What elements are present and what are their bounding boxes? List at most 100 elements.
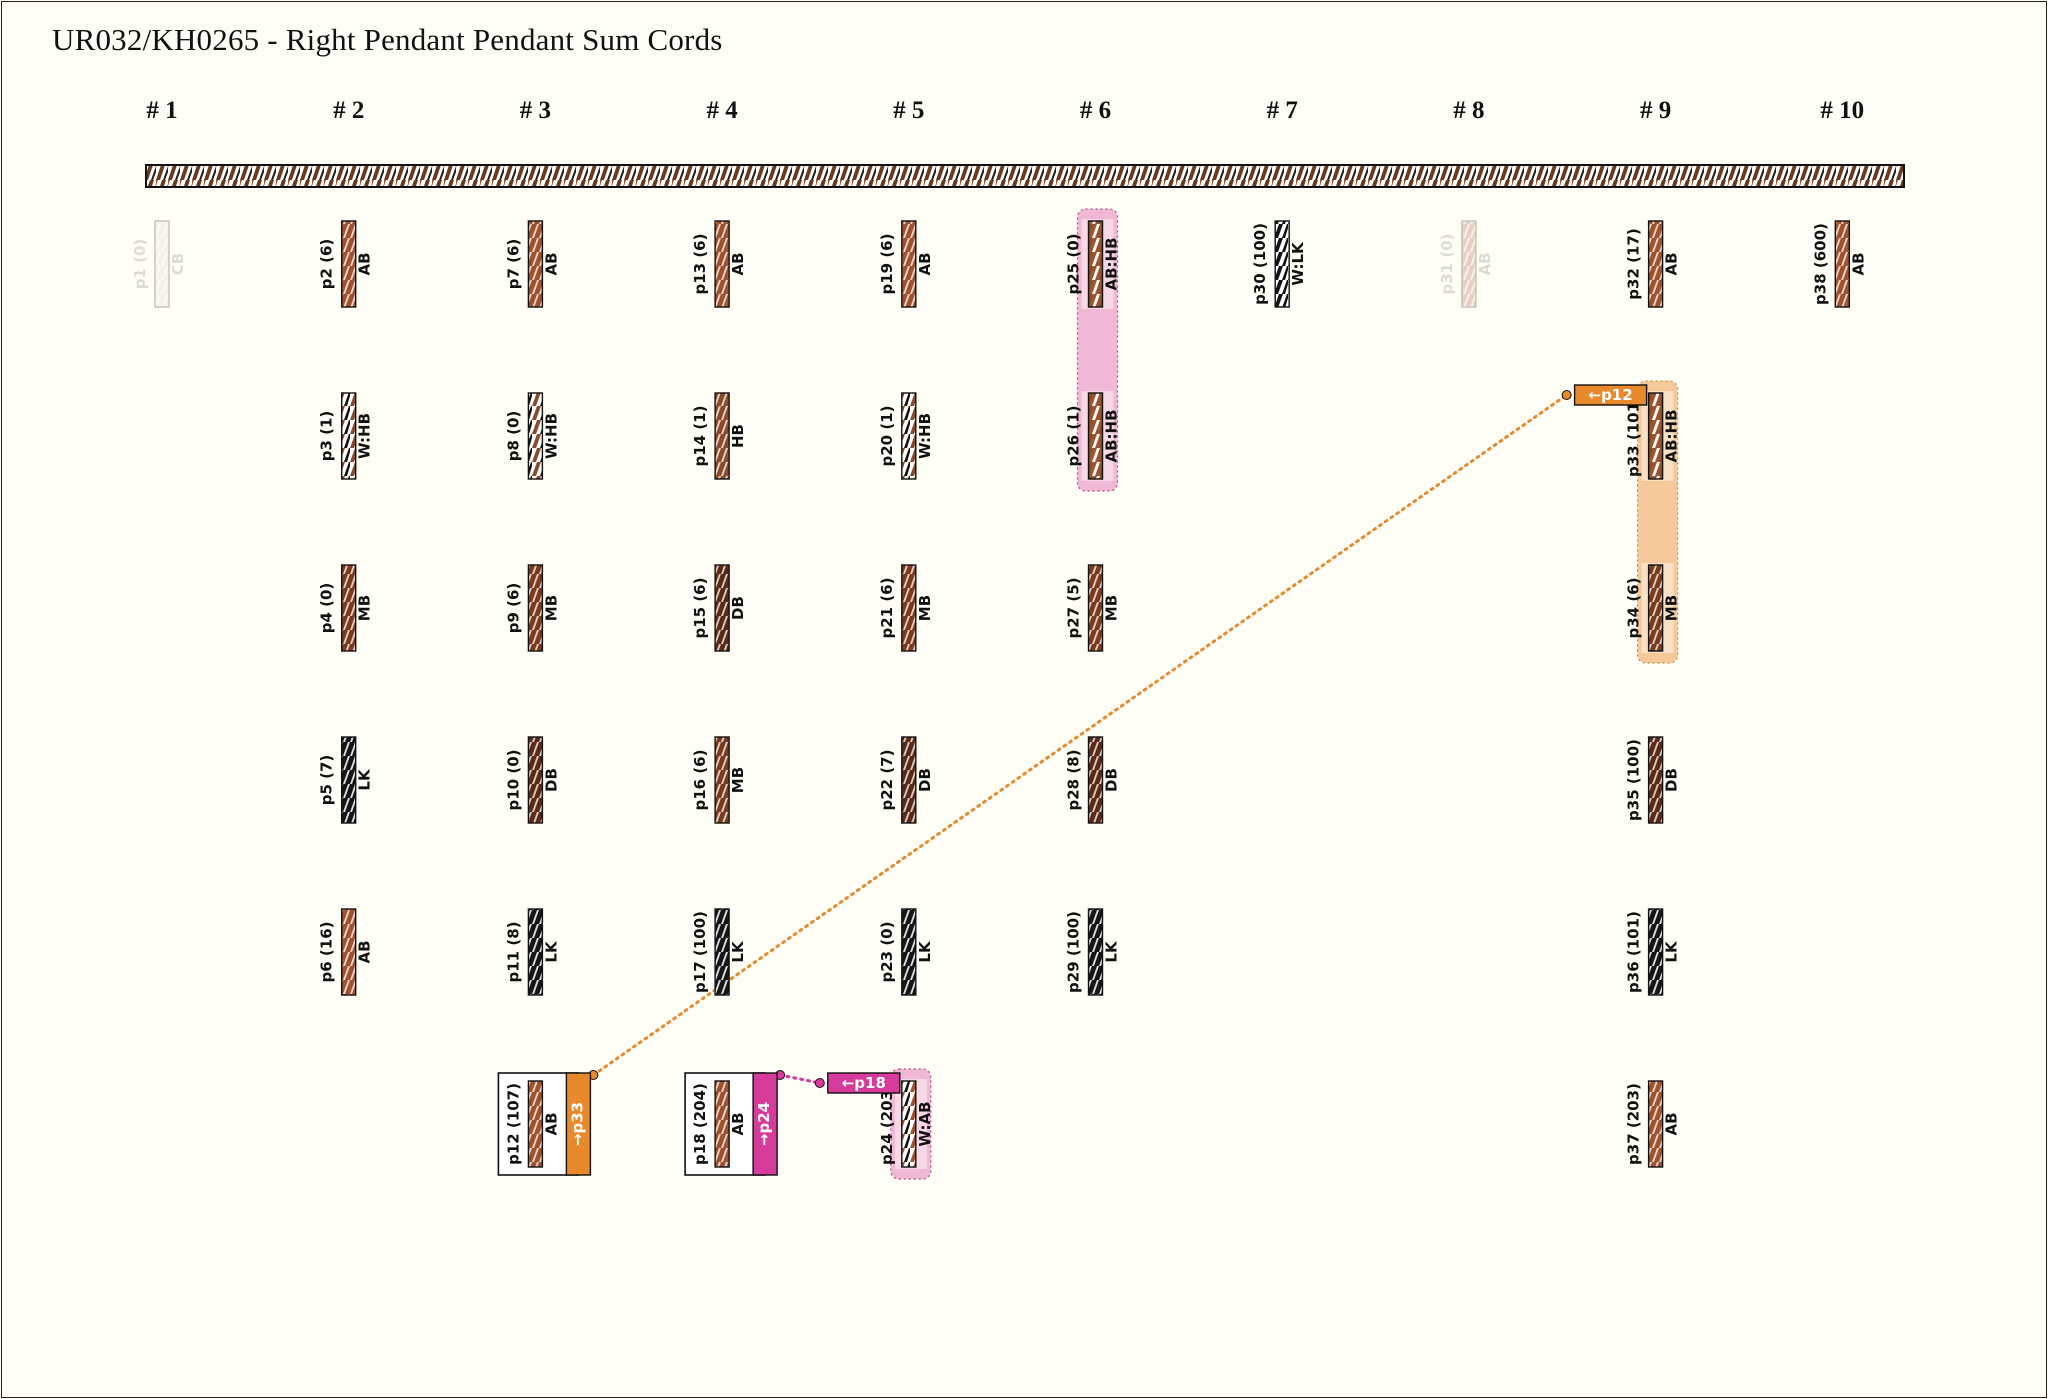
pendant-cord-p34[interactable]: p34 (6)MB (1625, 564, 1681, 652)
pendant-cord-p38[interactable]: p38 (600)AB (1811, 220, 1867, 308)
highlight-band (1076, 208, 1119, 492)
link-endpoint (814, 1078, 825, 1088)
cord-color-label: AB (729, 252, 747, 275)
cord-color-label: DB (1663, 768, 1681, 792)
cord-id-label: p10 (0) (504, 750, 522, 811)
cord-swatch (1087, 564, 1104, 652)
pendant-cord-p25[interactable]: p25 (0)AB:HB (1065, 220, 1121, 308)
incoming-tag (827, 1072, 901, 1094)
cord-swatch (341, 736, 357, 824)
pendant-cord-p22[interactable]: p22 (7)DB (878, 736, 934, 824)
incoming-label: ←p18 (842, 1074, 886, 1092)
group-header-2: # 2 (333, 97, 364, 124)
cord-color-label: AB (1476, 252, 1494, 275)
pendant-cord-p3[interactable]: p3 (1)W:HB (318, 392, 374, 480)
cord-id-label: p17 (100) (691, 911, 709, 993)
cord-swatch (1647, 564, 1664, 652)
cord-color-label: DB (916, 768, 934, 792)
cord-swatch (1647, 908, 1664, 996)
cord-id-label: p24 (203) (878, 1083, 896, 1165)
link-layer (588, 390, 1572, 1088)
pendant-cord-p10[interactable]: p10 (0)DB (504, 736, 560, 824)
pendant-cord-p28[interactable]: p28 (8)DB (1065, 736, 1121, 824)
cord-id-label: p15 (6) (691, 578, 709, 639)
cord-swatch (1647, 1080, 1664, 1168)
cord-color-label: LK (1103, 940, 1121, 963)
cord-swatch (901, 392, 917, 480)
cord-id-label: p38 (600) (1811, 223, 1829, 305)
cord-color-label: AB:HB (1103, 409, 1121, 462)
cord-color-label: AB (542, 1112, 560, 1135)
pendant-cord-p32[interactable]: p32 (17)AB (1625, 220, 1681, 308)
pendant-cord-p31[interactable]: p31 (0) AB (1438, 220, 1494, 308)
cord-id-label: p2 (6) (318, 239, 336, 290)
cord-id-label: p21 (6) (878, 578, 896, 639)
cord-id-label: p36 (101) (1625, 911, 1643, 993)
pendant-cord-p11[interactable]: p11 (8)LK (504, 908, 560, 996)
primary-cord (145, 164, 1905, 188)
cord-id-label: p3 (1) (318, 411, 336, 462)
pendant-cord-p13[interactable]: p13 (6)AB (691, 220, 747, 308)
pendant-cord-p6[interactable]: p6 (16)AB (318, 908, 374, 996)
pendant-cord-p2[interactable]: p2 (6)AB (318, 220, 374, 308)
pendant-cord-p16[interactable]: p16 (6)MB (691, 736, 747, 824)
cord-swatch (714, 220, 730, 308)
cord-color-label: AB (542, 252, 560, 275)
cord-color-label: W:HB (916, 413, 934, 459)
cord-swatch (901, 908, 917, 996)
pendant-cord-p27[interactable]: p27 (5)MB (1065, 564, 1121, 652)
group-header-4: # 4 (706, 97, 738, 124)
pendant-cord-p37[interactable]: p37 (203)AB (1625, 1080, 1681, 1168)
pendant-cord-p5[interactable]: p5 (7)LK (318, 736, 374, 824)
pendant-cord-p29[interactable]: p29 (100)LK (1065, 908, 1121, 996)
pendant-cord-p24[interactable]: p24 (203)W:AB←p18 (827, 1072, 934, 1168)
pendant-cord-p8[interactable]: p8 (0)W:HB (504, 392, 560, 480)
cord-color-label: DB (729, 596, 747, 620)
pendant-cord-p15[interactable]: p15 (6) DB (691, 564, 747, 652)
cord-color-label: DB (1103, 768, 1121, 792)
cord-swatch (1647, 220, 1664, 308)
sum-link-line (778, 1073, 822, 1085)
page-title: UR032/KH0265 - Right Pendant Pendant Sum… (52, 22, 723, 57)
cord-swatch (1087, 392, 1104, 480)
cord-swatch (901, 736, 917, 824)
cord-id-label: p18 (204) (691, 1083, 709, 1165)
pendant-cord-p12[interactable]: p12 (107)AB→p33 (497, 1072, 592, 1176)
cord-color-label: MB (1103, 595, 1121, 621)
cord-id-label: p20 (1) (878, 406, 896, 467)
pendant-cord-p1[interactable]: p1 (0)CB (131, 220, 187, 308)
cord-id-label: p16 (6) (691, 750, 709, 811)
cord-swatch (1834, 220, 1851, 308)
pendant-cord-p33[interactable]: p33 (101)AB:HB←p12 (1573, 384, 1681, 480)
pendant-cord-p19[interactable]: p19 (6)AB (878, 220, 934, 308)
cord-swatch (714, 564, 730, 652)
pendant-cord-p20[interactable]: p20 (1) W:HB (878, 392, 934, 480)
cord-color-label: HB (729, 424, 747, 448)
pendant-cord-p35[interactable]: p35 (100) DB (1625, 736, 1681, 824)
cord-color-label: AB (729, 1112, 747, 1135)
cord-id-label: p5 (7) (318, 755, 336, 806)
sum-arrow-tag (565, 1072, 592, 1176)
cord-color-label: MB (1663, 595, 1681, 621)
pendant-cord-p7[interactable]: p7 (6)AB (504, 220, 560, 308)
cord-id-label: p4 (0) (318, 583, 336, 634)
pendant-cord-p17[interactable]: p17 (100)LK (691, 908, 747, 996)
pendant-cord-p36[interactable]: p36 (101)LK (1625, 908, 1681, 996)
cord-id-label: p35 (100) (1625, 739, 1643, 821)
pendant-cord-p18[interactable]: p18 (204)AB→p24 (684, 1072, 778, 1176)
pendant-cord-p9[interactable]: p9 (6)MB (504, 564, 560, 652)
group-header-8: # 8 (1453, 97, 1484, 124)
pendant-cord-p23[interactable]: p23 (0)LK (878, 908, 934, 996)
pendant-cord-p4[interactable]: p4 (0) MB (318, 564, 374, 652)
pendant-cord-p14[interactable]: p14 (1) HB (691, 392, 747, 480)
cord-color-label: MB (356, 595, 374, 621)
pendant-cord-p26[interactable]: p26 (1)AB:HB (1065, 392, 1121, 480)
incoming-tag (1573, 384, 1648, 406)
cord-id-label: p31 (0) (1438, 234, 1456, 295)
group-header-10: # 10 (1820, 97, 1864, 124)
pendant-cord-p30[interactable]: p30 (100)W:LK (1251, 220, 1307, 308)
cord-id-label: p14 (1) (691, 406, 709, 467)
pendant-cord-p21[interactable]: p21 (6)MB (878, 564, 934, 652)
link-endpoint (1561, 390, 1572, 400)
group-header-7: # 7 (1267, 97, 1298, 124)
